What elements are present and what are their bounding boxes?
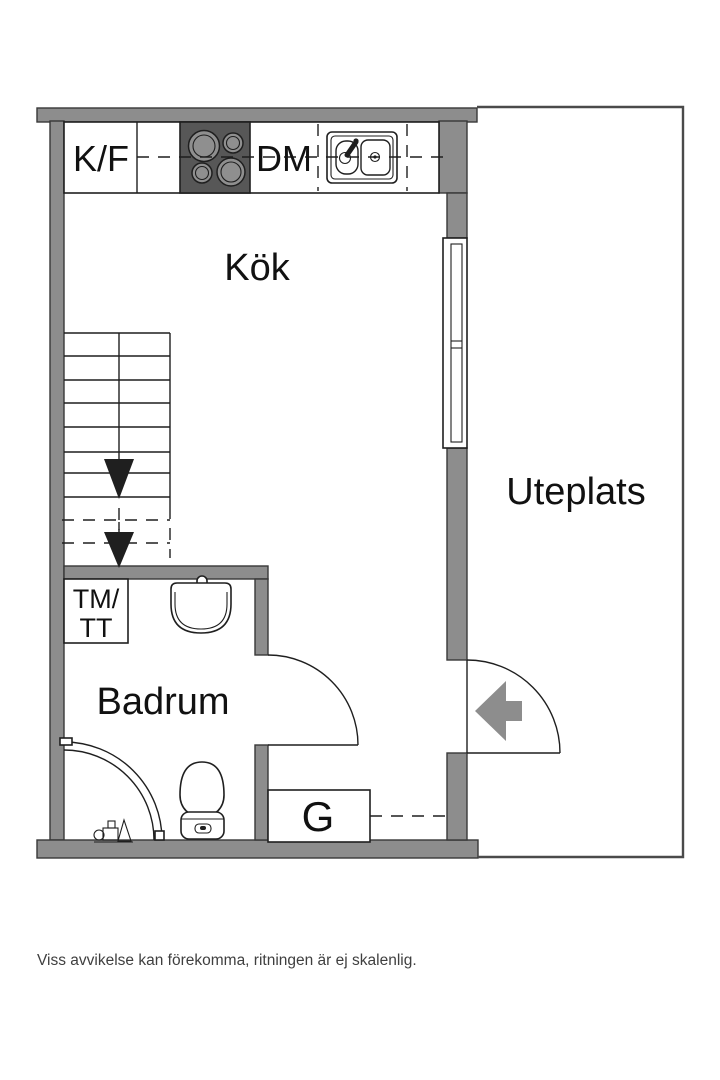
right-wall-above-window [446, 192, 468, 239]
stairs [62, 332, 171, 568]
fridge-freezer-label: K/F [73, 138, 129, 179]
entry-door-swing [466, 659, 561, 754]
shower-screen [59, 737, 165, 841]
stairs-down-arrow-icon [104, 532, 134, 568]
kitchen-label: Kök [224, 247, 290, 289]
kitchen-counter [63, 121, 447, 194]
bathroom-door-swing [267, 654, 359, 746]
left-wall [49, 120, 65, 841]
stove-icon [179, 121, 251, 194]
entry-arrow-icon [475, 681, 522, 741]
wardrobe-box [267, 789, 371, 843]
bathroom-top-wall [63, 565, 269, 580]
washer-dryer-label-line2: TT [80, 613, 113, 643]
patio-label: Uteplats [506, 471, 645, 513]
top-wall [36, 107, 478, 123]
washbasin-icon [170, 575, 232, 634]
washer-dryer-box [63, 578, 129, 644]
stairs-down-arrow-icon [104, 459, 134, 499]
patio-outline [477, 105, 685, 859]
wardrobe-label: G [302, 793, 335, 840]
disclaimer-text: Viss avvikelse kan förekomma, ritningen … [37, 952, 417, 969]
bathroom-fixtures [59, 575, 232, 843]
toilet-icon [179, 761, 225, 840]
washer-dryer-label-line1: TM/ [73, 584, 120, 614]
wardrobe [267, 789, 447, 843]
bathroom-right-wall-lower [254, 744, 269, 841]
walls [36, 107, 479, 859]
bottom-wall [36, 839, 479, 859]
dishwasher-label: DM [256, 138, 312, 179]
right-wall-below-door [446, 752, 468, 841]
window [442, 237, 468, 449]
right-wall-mid-section [446, 447, 468, 661]
bathroom-right-wall-upper [254, 578, 269, 656]
bathroom-label: Badrum [96, 681, 229, 723]
right-wall-counter-section [438, 120, 468, 194]
shower-mixer-icon [93, 818, 133, 843]
